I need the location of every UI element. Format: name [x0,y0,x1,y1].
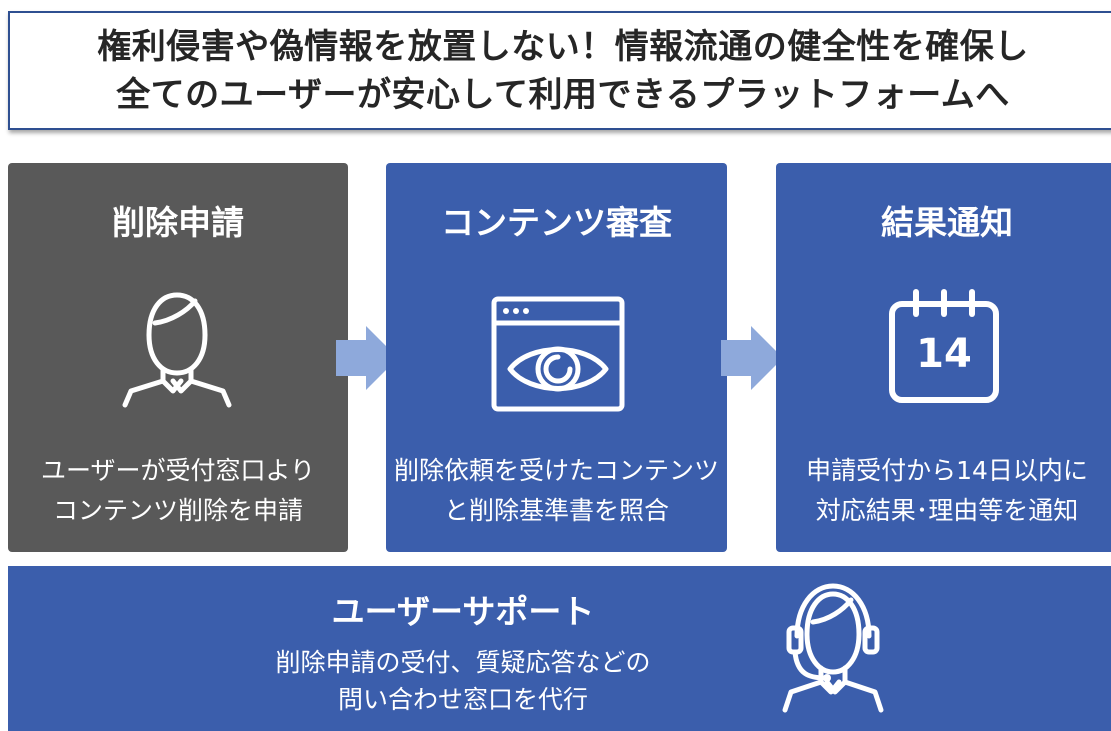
headline-line-2: 全てのユーザーが安心して利用できるプラットフォームへ [116,74,1010,115]
step-card-deletion-request: 削除申請 ユーザーが受付窓口より コンテンツ削除を申請 [8,163,348,552]
step-description: ユーザーが受付窓口より コンテンツ削除を申請 [8,451,348,531]
step-description-line-1: ユーザーが受付窓口より [40,456,315,485]
support-title: ユーザーサポート [331,592,595,631]
user-support-panel: ユーザーサポート 削除申請の受付、質疑応答などの 問い合わせ窓口を代行 [8,566,1111,731]
step-description: 削除依頼を受けたコンテンツ と削除基準書を照合 [386,451,727,531]
step-description-line-1: 申請受付から14日以内に [806,456,1088,485]
headset-user-icon [782,583,884,713]
step-description-line-2: コンテンツ削除を申請 [52,496,303,525]
step-card-content-review: コンテンツ審査 削除依頼を受けたコンテンツ と削除基準書を照合 [386,163,727,552]
support-description-line-1: 削除申請の受付、質疑応答などの [275,648,651,677]
browser-eye-icon [491,296,625,412]
step-title: コンテンツ審査 [441,203,672,242]
step-title: 結果通知 [881,203,1013,242]
step-card-result-notification: 結果通知 14 申請受付から14日以内に 対応結果･理由等を通知 [776,163,1111,552]
calendar-number: 14 [916,331,972,377]
step-description-line-2: 対応結果･理由等を通知 [815,496,1079,525]
support-description: 削除申請の受付、質疑応答などの 問い合わせ窓口を代行 [258,644,668,718]
step-description-line-2: と削除基準書を照合 [443,496,669,525]
support-description-line-2: 問い合わせ窓口を代行 [337,685,588,714]
headline-line-1: 権利侵害や偽情報を放置しない！情報流通の健全性を確保し [97,26,1029,67]
arrow-right-icon [721,326,783,390]
step-description: 申請受付から14日以内に 対応結果･理由等を通知 [776,451,1111,531]
step-description-line-1: 削除依頼を受けたコンテンツ [393,456,719,485]
arrow-right-icon [336,326,398,390]
step-title: 削除申請 [112,203,244,242]
user-icon [122,292,232,408]
headline-box: 権利侵害や偽情報を放置しない！情報流通の健全性を確保し 全てのユーザーが安心して… [8,11,1111,130]
calendar-icon: 14 [886,288,1002,406]
